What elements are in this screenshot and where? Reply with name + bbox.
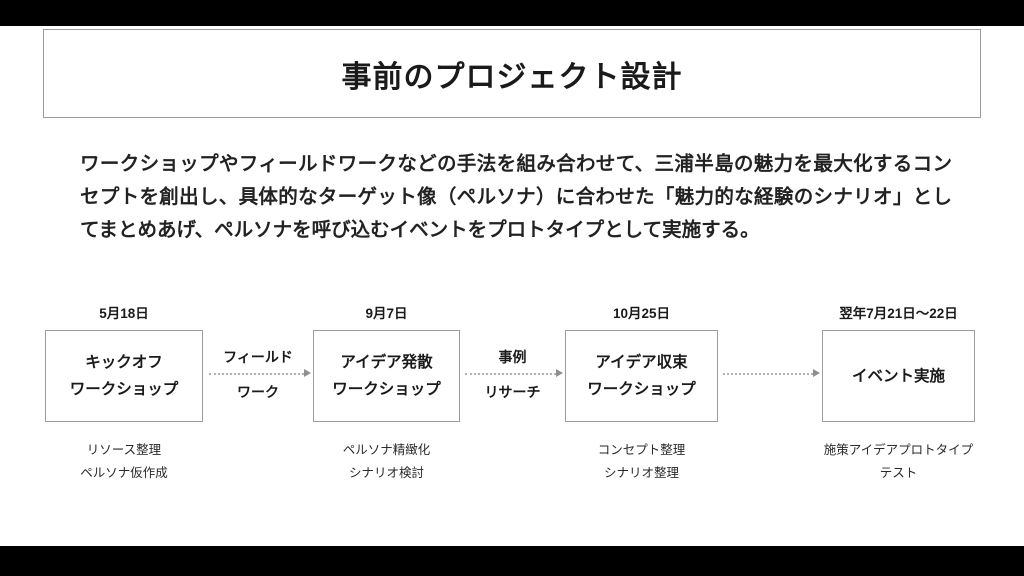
slide-title: 事前のプロジェクト設計 xyxy=(341,60,683,94)
stage-box: イベント実施 xyxy=(822,330,975,422)
box-label-line2: ワークショップ xyxy=(587,381,696,398)
note-line2: シナリオ検討 xyxy=(348,466,424,480)
stage-notes: ペルソナ精緻化 シナリオ検討 xyxy=(313,439,460,485)
stage-date: 10月25日 xyxy=(612,306,671,321)
intro-text: ワークショップやフィールドワークなどの手法を組み合わせて、三浦半島の魅力を最大化… xyxy=(80,153,952,241)
connector-plain xyxy=(718,302,822,403)
stage-idea-convergence-workshop: 10月25日 アイデア収束 ワークショップ コンセプト整理 シナリオ整理 xyxy=(565,302,718,485)
stage-box: アイデア発散 ワークショップ xyxy=(313,330,460,422)
connector-label-bottom: リサーチ xyxy=(484,384,541,400)
slide: 事前のプロジェクト設計 ワークショップやフィールドワークなどの手法を組み合わせて… xyxy=(0,26,1024,546)
dotted-arrow-icon xyxy=(465,369,563,377)
stage-kickoff-workshop: 5月18日 キックオフ ワークショップ リソース整理 ペルソナ仮作成 xyxy=(45,302,203,485)
stage-box: アイデア収束 ワークショップ xyxy=(565,330,718,422)
connector-fieldwork: フィールド ワーク xyxy=(203,302,313,403)
dotted-arrow-icon xyxy=(208,369,311,377)
letterbox-top xyxy=(0,0,1024,26)
box-label-line1: アイデア発散 xyxy=(340,354,433,371)
stage-box: キックオフ ワークショップ xyxy=(45,330,203,422)
connector-label-top: フィールド xyxy=(223,349,293,365)
letterbox-bottom xyxy=(0,546,1024,576)
stage-date: 9月7日 xyxy=(365,306,408,321)
note-line2: ペルソナ仮作成 xyxy=(80,466,168,480)
stage-notes: 施策アイデアプロトタイプ テスト xyxy=(822,439,975,485)
note-line1: ペルソナ精緻化 xyxy=(342,443,431,457)
stage-date: 5月18日 xyxy=(99,306,149,321)
stage-notes: コンセプト整理 シナリオ整理 xyxy=(565,439,718,485)
note-line1: リソース整理 xyxy=(86,443,162,457)
dotted-arrow-icon xyxy=(723,369,820,377)
note-line1: 施策アイデアプロトタイプ xyxy=(823,443,974,457)
note-line2: シナリオ整理 xyxy=(603,466,679,480)
note-line2: テスト xyxy=(879,466,918,480)
connector-label-bottom: ワーク xyxy=(237,384,279,400)
box-label-line1: アイデア収束 xyxy=(595,354,688,371)
title-box: 事前のプロジェクト設計 xyxy=(43,29,981,118)
connector-label-top: 事例 xyxy=(498,349,527,365)
box-label-line1: キックオフ xyxy=(85,354,163,371)
connector-case-research: 事例 リサーチ xyxy=(460,302,565,403)
box-label-line2: ワークショップ xyxy=(69,381,179,398)
stage-event-execution: 翌年7月21日〜22日 イベント実施 施策アイデアプロトタイプ テスト xyxy=(822,302,975,485)
stage-idea-divergence-workshop: 9月7日 アイデア発散 ワークショップ ペルソナ精緻化 シナリオ検討 xyxy=(313,302,460,485)
stage-notes: リソース整理 ペルソナ仮作成 xyxy=(45,439,203,485)
stage-date: 翌年7月21日〜22日 xyxy=(839,306,958,321)
box-label-line2: ワークショップ xyxy=(332,381,441,398)
note-line1: コンセプト整理 xyxy=(597,443,686,457)
timeline-diagram: 5月18日 キックオフ ワークショップ リソース整理 ペルソナ仮作成 フィールド… xyxy=(0,302,1024,485)
box-label-line1: イベント実施 xyxy=(851,367,945,385)
